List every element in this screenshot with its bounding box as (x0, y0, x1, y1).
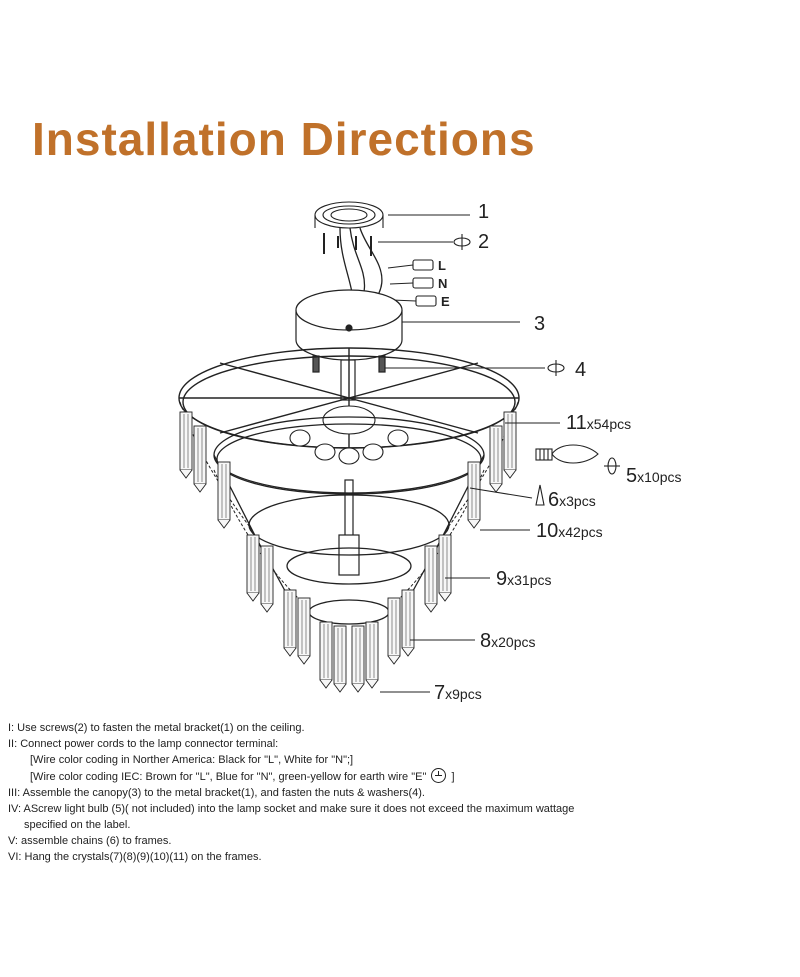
step-2-north-america: [Wire color coding in Norther America: B… (30, 754, 354, 766)
step-4-continued: specified on the label. (24, 819, 131, 831)
leader-lines (378, 214, 560, 693)
step-2-iec: [Wire color coding IEC: Brown for "L", B… (8, 768, 788, 785)
rotate-arrow-icon (453, 234, 471, 250)
callout-6: 6x3pcs (548, 489, 596, 511)
crystals-7-ring (319, 621, 379, 693)
bulb-sockets (289, 405, 409, 465)
rotate-arrow-icon (604, 457, 620, 475)
earth-ground-icon (431, 768, 447, 783)
callout-2: 2 (478, 231, 489, 253)
ceiling-bracket (314, 201, 384, 229)
wire-label-n: N (438, 276, 447, 291)
crystals-8-ring (283, 589, 415, 665)
candle-bulb (535, 444, 599, 464)
rotate-arrow-icon (547, 360, 565, 376)
step-2-iec-close: ] (451, 771, 455, 783)
callout-3: 3 (534, 313, 545, 335)
step-2: II: Connect power cords to the lamp conn… (8, 738, 279, 750)
step-1: I: Use screws(2) to fasten the metal bra… (8, 722, 305, 734)
callout-10: 10x42pcs (536, 520, 603, 542)
mounting-screws (323, 233, 372, 256)
step-5: V: assemble chains (6) to frames. (8, 835, 172, 847)
chandelier-diagram: L N E 1 2 3 4 11x54pcs 5x10pcs 6x3pcs 10… (178, 201, 681, 704)
callout-8: 8x20pcs (480, 630, 535, 652)
callout-5: 5x10pcs (626, 465, 681, 487)
wire-label-l: L (438, 258, 446, 273)
canopy (295, 289, 403, 373)
callout-9: 9x31pcs (496, 568, 551, 590)
wire-connectors (387, 259, 437, 307)
step-6: VI: Hang the crystals(7)(8)(9)(10)(11) o… (8, 851, 262, 863)
callout-11: 11x54pcs (566, 412, 631, 434)
chain-link (535, 484, 545, 506)
step-2-iec-text: [Wire color coding IEC: Brown for "L", B… (30, 771, 427, 783)
page-title: Installation Directions (32, 113, 536, 165)
wire-label-e: E (441, 294, 450, 309)
callout-1: 1 (478, 201, 489, 223)
step-3: III: Assemble the canopy(3) to the metal… (8, 787, 425, 799)
step-4: IV: AScrew light bulb (5)( not included)… (8, 803, 575, 815)
callout-4: 4 (575, 359, 586, 381)
instruction-steps: I: Use screws(2) to fasten the metal bra… (8, 720, 788, 865)
callout-7: 7x9pcs (434, 682, 482, 704)
